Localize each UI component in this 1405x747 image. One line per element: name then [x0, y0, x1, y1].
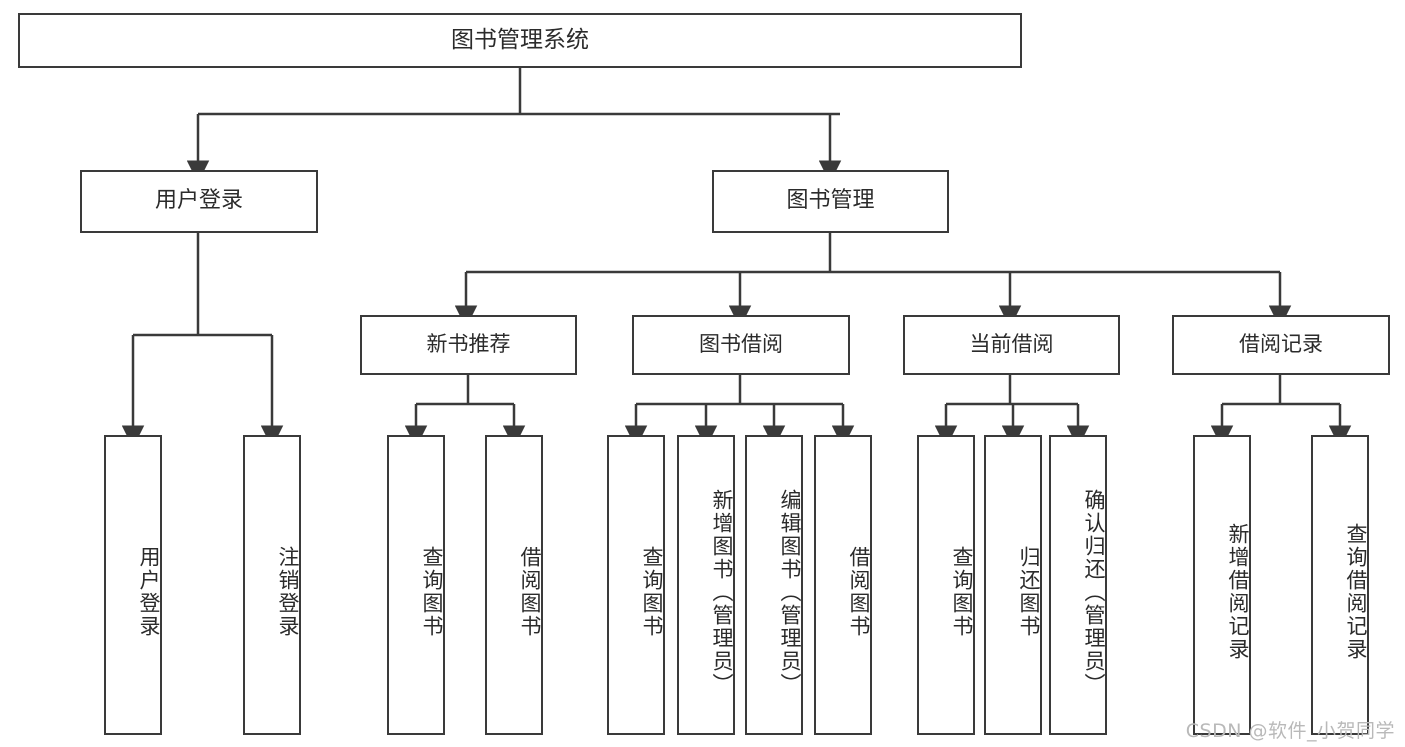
node-label: 图书借阅 [699, 332, 783, 357]
node-label: 确认归还（管理员） [1082, 488, 1106, 696]
node-user-login[interactable]: 用户登录 [80, 170, 318, 233]
node-new-book-recommend[interactable]: 新书推荐 [360, 315, 577, 375]
leaf-borrow-add-book-admin[interactable]: 新增图书（管理员） [677, 435, 735, 735]
node-label: 用户登录 [137, 546, 161, 638]
node-label: 新增借阅记录 [1226, 523, 1250, 661]
leaf-user-login-logout[interactable]: 注销登录 [243, 435, 301, 735]
node-borrow-record[interactable]: 借阅记录 [1172, 315, 1390, 375]
leaf-recommend-query-book[interactable]: 查询图书 [387, 435, 445, 735]
leaf-current-confirm-return-admin[interactable]: 确认归还（管理员） [1049, 435, 1107, 735]
node-current-borrow[interactable]: 当前借阅 [903, 315, 1120, 375]
leaf-borrow-borrow-book[interactable]: 借阅图书 [814, 435, 872, 735]
leaf-current-return-book[interactable]: 归还图书 [984, 435, 1042, 735]
node-label: 查询图书 [420, 546, 444, 638]
leaf-record-query-record[interactable]: 查询借阅记录 [1311, 435, 1369, 735]
node-label: 编辑图书（管理员） [778, 488, 802, 696]
node-label: 查询图书 [640, 546, 664, 638]
node-label: 查询借阅记录 [1344, 523, 1368, 661]
watermark: CSDN @软件_小贺同学 [1185, 720, 1395, 742]
leaf-borrow-edit-book-admin[interactable]: 编辑图书（管理员） [745, 435, 803, 735]
node-label: 归还图书 [1017, 546, 1041, 638]
leaf-current-query-book[interactable]: 查询图书 [917, 435, 975, 735]
node-label: 查询图书 [950, 546, 974, 638]
node-label: 借阅图书 [847, 546, 871, 638]
leaf-recommend-borrow-book[interactable]: 借阅图书 [485, 435, 543, 735]
node-label: 新书推荐 [426, 332, 511, 357]
node-label: 注销登录 [276, 546, 300, 638]
node-label: 新增图书（管理员） [710, 488, 734, 696]
node-book-borrow[interactable]: 图书借阅 [632, 315, 850, 375]
node-label: 图书管理系统 [451, 26, 589, 53]
node-label: 借阅图书 [518, 546, 542, 638]
leaf-borrow-query-book[interactable]: 查询图书 [607, 435, 665, 735]
node-book-management[interactable]: 图书管理 [712, 170, 949, 233]
node-root-system[interactable]: 图书管理系统 [18, 13, 1022, 68]
node-label: 用户登录 [154, 188, 243, 214]
node-label: 借阅记录 [1239, 332, 1323, 357]
node-label: 图书管理 [786, 188, 875, 214]
leaf-user-login-login[interactable]: 用户登录 [104, 435, 162, 735]
leaf-record-add-record[interactable]: 新增借阅记录 [1193, 435, 1251, 735]
node-label: 当前借阅 [969, 332, 1054, 357]
